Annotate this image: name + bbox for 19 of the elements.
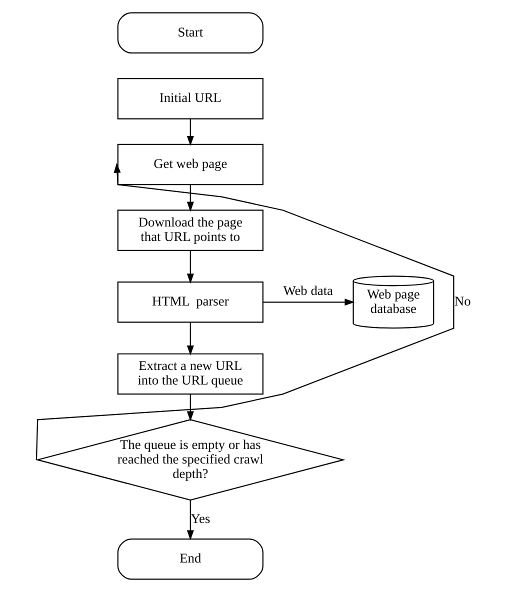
arrow xyxy=(186,394,194,422)
node-box: Get web page xyxy=(116,144,263,186)
arrow xyxy=(262,298,354,306)
arrow xyxy=(35,162,454,460)
arrow xyxy=(186,250,194,284)
node-box: Extract a new URL into the URL queue xyxy=(116,353,263,395)
arrow xyxy=(186,118,194,146)
node-box: End xyxy=(116,538,263,580)
arrow xyxy=(186,322,194,356)
node-diamond: The queue is empty or has reached the specified crawl depth? xyxy=(34,419,345,501)
node-box: Initial URL xyxy=(116,78,263,120)
node-box: Download the page that URL points to xyxy=(116,210,263,251)
arrow xyxy=(186,500,194,540)
node-box: HTML parser xyxy=(116,282,263,323)
edge-label: No xyxy=(454,294,470,309)
edge-label: Web data xyxy=(282,282,333,298)
node-box: Start xyxy=(116,12,263,54)
edge-label: Yes xyxy=(190,510,210,526)
arrow xyxy=(186,184,194,212)
